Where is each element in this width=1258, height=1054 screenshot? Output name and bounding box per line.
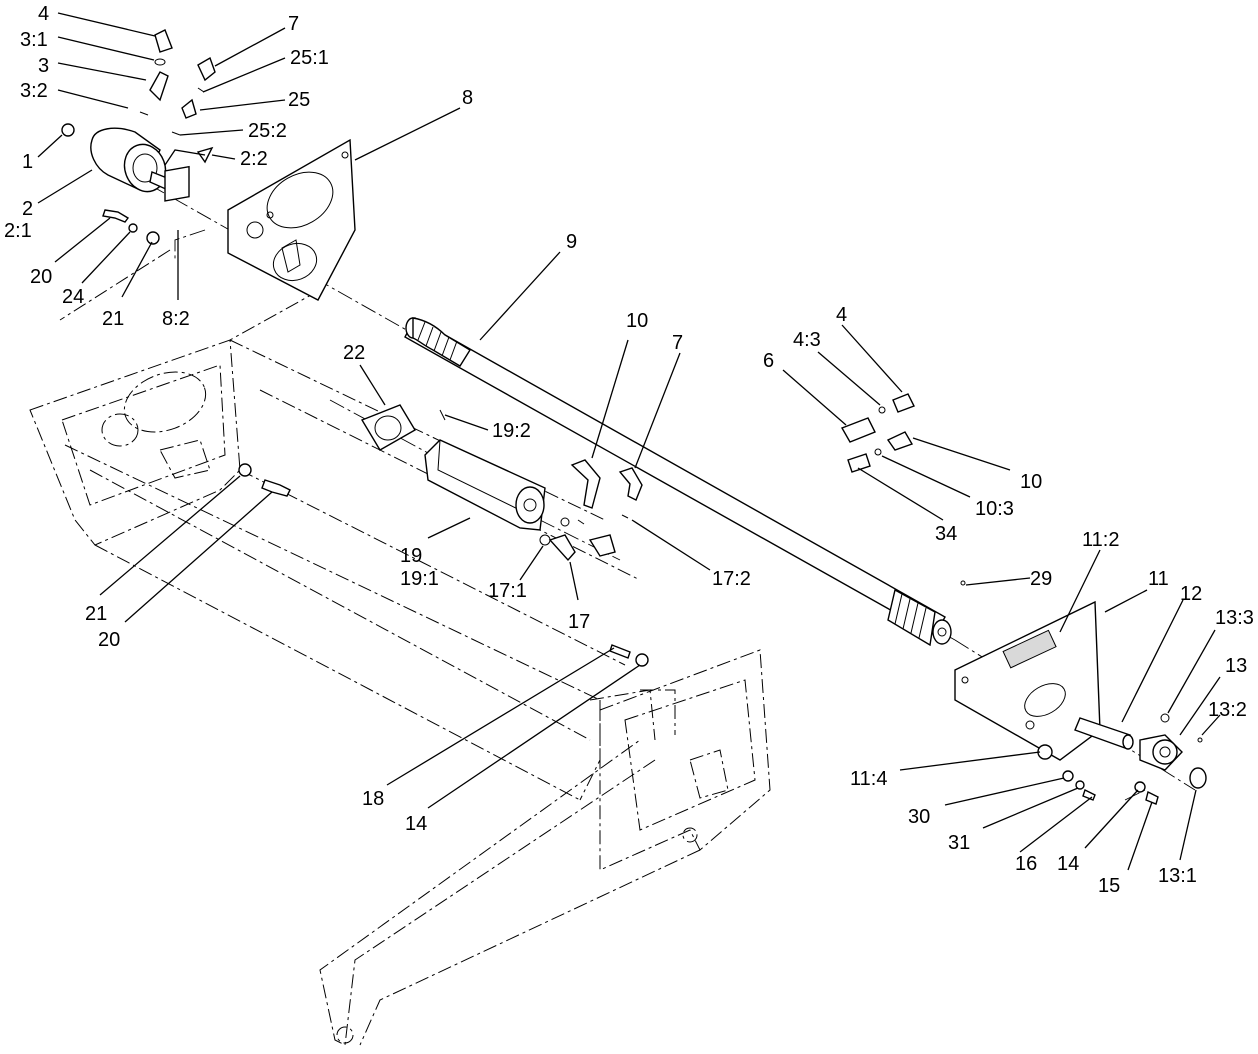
drive-shaft	[404, 317, 952, 647]
callout-31: 31	[948, 832, 970, 854]
callout-4-3: 4:3	[793, 329, 821, 351]
callout-8-2: 8:2	[162, 308, 190, 330]
callout-9: 9	[566, 231, 577, 253]
callout-12: 12	[1180, 583, 1202, 605]
callout-11-4: 11:4	[850, 768, 887, 790]
callout-labels: 4 3:1 3 3:2 1 2 2:1 7 25:1 25 25:2 2:2 8…	[4, 3, 1254, 897]
callout-11: 11	[1148, 568, 1169, 590]
callout-3-1: 3:1	[20, 29, 48, 51]
shaft-boot-upper	[405, 317, 471, 367]
callout-14-center: 14	[405, 813, 427, 835]
callout-3: 3	[38, 55, 49, 77]
mounting-plate-top	[227, 138, 356, 301]
callout-25-2: 25:2	[248, 120, 287, 142]
bearing-13	[1139, 713, 1207, 789]
gasket-8-2	[164, 165, 190, 202]
hardware-left	[102, 209, 291, 497]
callout-10-center: 10	[626, 310, 648, 332]
callout-24: 24	[62, 286, 84, 308]
callout-20-left: 20	[30, 266, 52, 288]
callout-8: 8	[462, 87, 473, 109]
callout-16: 16	[1015, 853, 1037, 875]
callout-13-3: 13:3	[1215, 607, 1254, 629]
hardware-right	[960, 580, 1159, 805]
hydraulic-motor	[61, 123, 173, 193]
callout-10-3: 10:3	[975, 498, 1014, 520]
callout-19-2: 19:2	[492, 420, 531, 442]
callout-13: 13	[1225, 655, 1247, 677]
callout-19: 19	[400, 545, 422, 567]
gasket-22	[360, 404, 416, 451]
phantom-frame	[29, 249, 771, 1046]
callout-21-center: 21	[85, 603, 107, 625]
callout-3-2: 3:2	[20, 80, 48, 102]
callout-19-1: 19:1	[400, 568, 439, 590]
callout-4-right: 4	[836, 304, 847, 326]
callout-17: 17	[568, 611, 590, 633]
callout-6: 6	[763, 350, 774, 372]
callout-2: 2	[22, 198, 33, 220]
elbow-fittings	[539, 459, 643, 562]
callout-20-center: 20	[98, 629, 120, 651]
callout-7-top: 7	[288, 13, 299, 35]
actuator-19	[424, 409, 546, 531]
callout-25: 25	[288, 89, 310, 111]
callout-13-1: 13:1	[1158, 865, 1197, 887]
callout-15: 15	[1098, 875, 1120, 897]
callout-22: 22	[343, 342, 365, 364]
callout-30: 30	[908, 806, 930, 828]
mounting-plate-right	[954, 600, 1101, 761]
callout-10-right: 10	[1020, 471, 1042, 493]
callout-34: 34	[935, 523, 957, 545]
leader-lines	[37, 12, 1221, 871]
callout-21-left: 21	[102, 308, 124, 330]
hardware-center	[609, 644, 649, 667]
callout-17-2: 17:2	[712, 568, 751, 590]
couplers-right	[840, 393, 915, 473]
callout-2-1: 2:1	[4, 220, 32, 242]
callout-14-right: 14	[1057, 853, 1079, 875]
callout-2-2: 2:2	[240, 148, 268, 170]
callout-1: 1	[22, 151, 33, 173]
callout-29: 29	[1030, 568, 1052, 590]
callout-4: 4	[38, 3, 49, 25]
callout-7-center: 7	[672, 332, 683, 354]
callout-25-1: 25:1	[290, 47, 329, 69]
callout-18: 18	[362, 788, 384, 810]
callout-17-1: 17:1	[488, 580, 527, 602]
callout-11-2: 11:2	[1082, 529, 1119, 551]
shaft-12	[1074, 717, 1134, 750]
shaft-boot-lower	[887, 588, 952, 647]
fittings-top	[139, 29, 216, 164]
callout-13-2: 13:2	[1208, 699, 1247, 721]
